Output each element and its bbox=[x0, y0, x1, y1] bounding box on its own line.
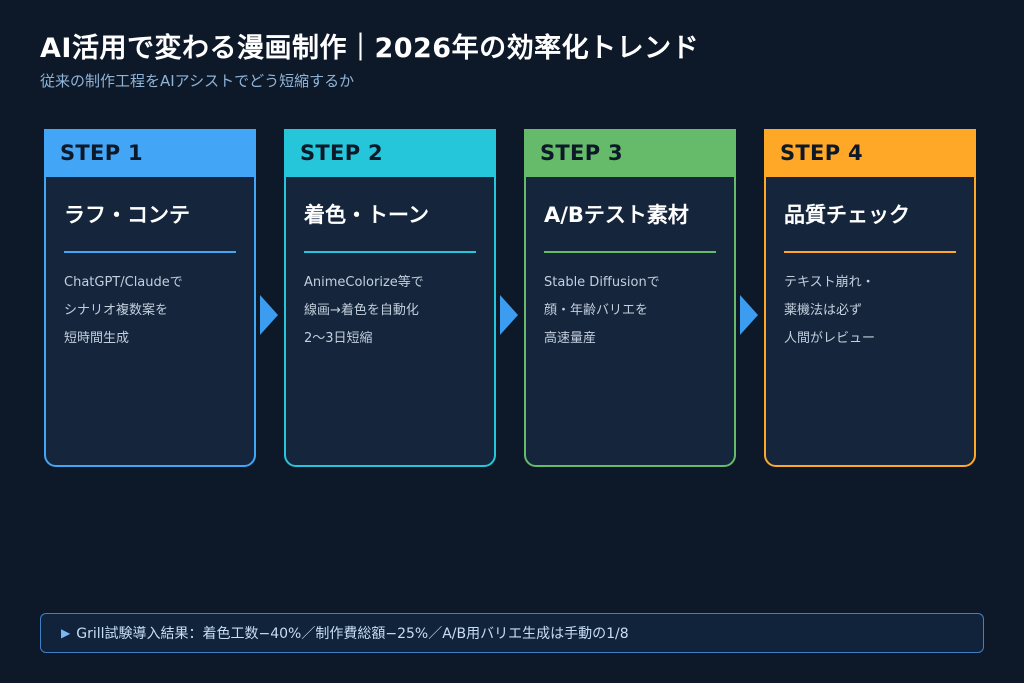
step-card-1: STEP 1 ラフ・コンテ ChatGPT/Claudeで シナリオ複数案を 短… bbox=[44, 129, 256, 467]
step-card-title: A/Bテスト素材 bbox=[544, 203, 689, 227]
result-summary-banner: ▶ Grill試験導入結果：着色工数−40%／制作費総額−25%／A/B用バリエ… bbox=[40, 613, 984, 653]
step-card-divider bbox=[784, 251, 956, 253]
step-card-description: AnimeColorize等で 線画→着色を自動化 2〜3日短縮 bbox=[304, 269, 476, 353]
step-card-header: STEP 1 bbox=[46, 131, 254, 177]
step-card-header: STEP 3 bbox=[526, 131, 734, 177]
step-card-line: 人間がレビュー bbox=[784, 331, 876, 346]
result-summary-text: Grill試験導入結果：着色工数−40%／制作費総額−25%／A/B用バリエ生成… bbox=[76, 626, 629, 642]
step-card-line: AnimeColorize等で bbox=[304, 275, 424, 290]
step-card-description: Stable Diffusionで 顔・年齢バリエを 高速量産 bbox=[544, 269, 716, 353]
chevron-right-icon bbox=[500, 295, 518, 335]
page-title: AI活用で変わる漫画制作｜2026年の効率化トレンド bbox=[40, 33, 700, 64]
step-card-line: 線画→着色を自動化 bbox=[304, 303, 419, 318]
step-card-description: ChatGPT/Claudeで シナリオ複数案を 短時間生成 bbox=[64, 269, 236, 353]
step-card-line: 顔・年齢バリエを bbox=[544, 303, 649, 318]
step-card-line: 2〜3日短縮 bbox=[304, 331, 373, 346]
step-card-title: ラフ・コンテ bbox=[64, 203, 190, 227]
page-subtitle: 従来の制作工程をAIアシストでどう短縮するか bbox=[40, 72, 355, 90]
step-card-line: 高速量産 bbox=[544, 331, 597, 346]
step-card-3: STEP 3 A/Bテスト素材 Stable Diffusionで 顔・年齢バリ… bbox=[524, 129, 736, 467]
chevron-right-icon bbox=[740, 295, 758, 335]
step-card-description: テキスト崩れ・ 薬機法は必ず 人間がレビュー bbox=[784, 269, 956, 353]
step-card-line: シナリオ複数案を bbox=[64, 303, 169, 318]
step-card-line: 薬機法は必ず bbox=[784, 303, 863, 318]
step-card-line: Stable Diffusionで bbox=[544, 275, 660, 290]
step-card-header: STEP 4 bbox=[766, 131, 974, 177]
step-card-2: STEP 2 着色・トーン AnimeColorize等で 線画→着色を自動化 … bbox=[284, 129, 496, 467]
step-card-header: STEP 2 bbox=[286, 131, 494, 177]
step-card-divider bbox=[64, 251, 236, 253]
play-triangle-icon: ▶ bbox=[61, 626, 71, 640]
chevron-right-icon bbox=[260, 295, 278, 335]
step-card-4: STEP 4 品質チェック テキスト崩れ・ 薬機法は必ず 人間がレビュー bbox=[764, 129, 976, 467]
step-card-title: 品質チェック bbox=[784, 203, 910, 227]
step-card-line: 短時間生成 bbox=[64, 331, 130, 346]
step-card-divider bbox=[304, 251, 476, 253]
step-card-divider bbox=[544, 251, 716, 253]
step-card-line: ChatGPT/Claudeで bbox=[64, 275, 183, 290]
step-card-line: テキスト崩れ・ bbox=[784, 275, 875, 290]
step-card-title: 着色・トーン bbox=[304, 203, 429, 227]
